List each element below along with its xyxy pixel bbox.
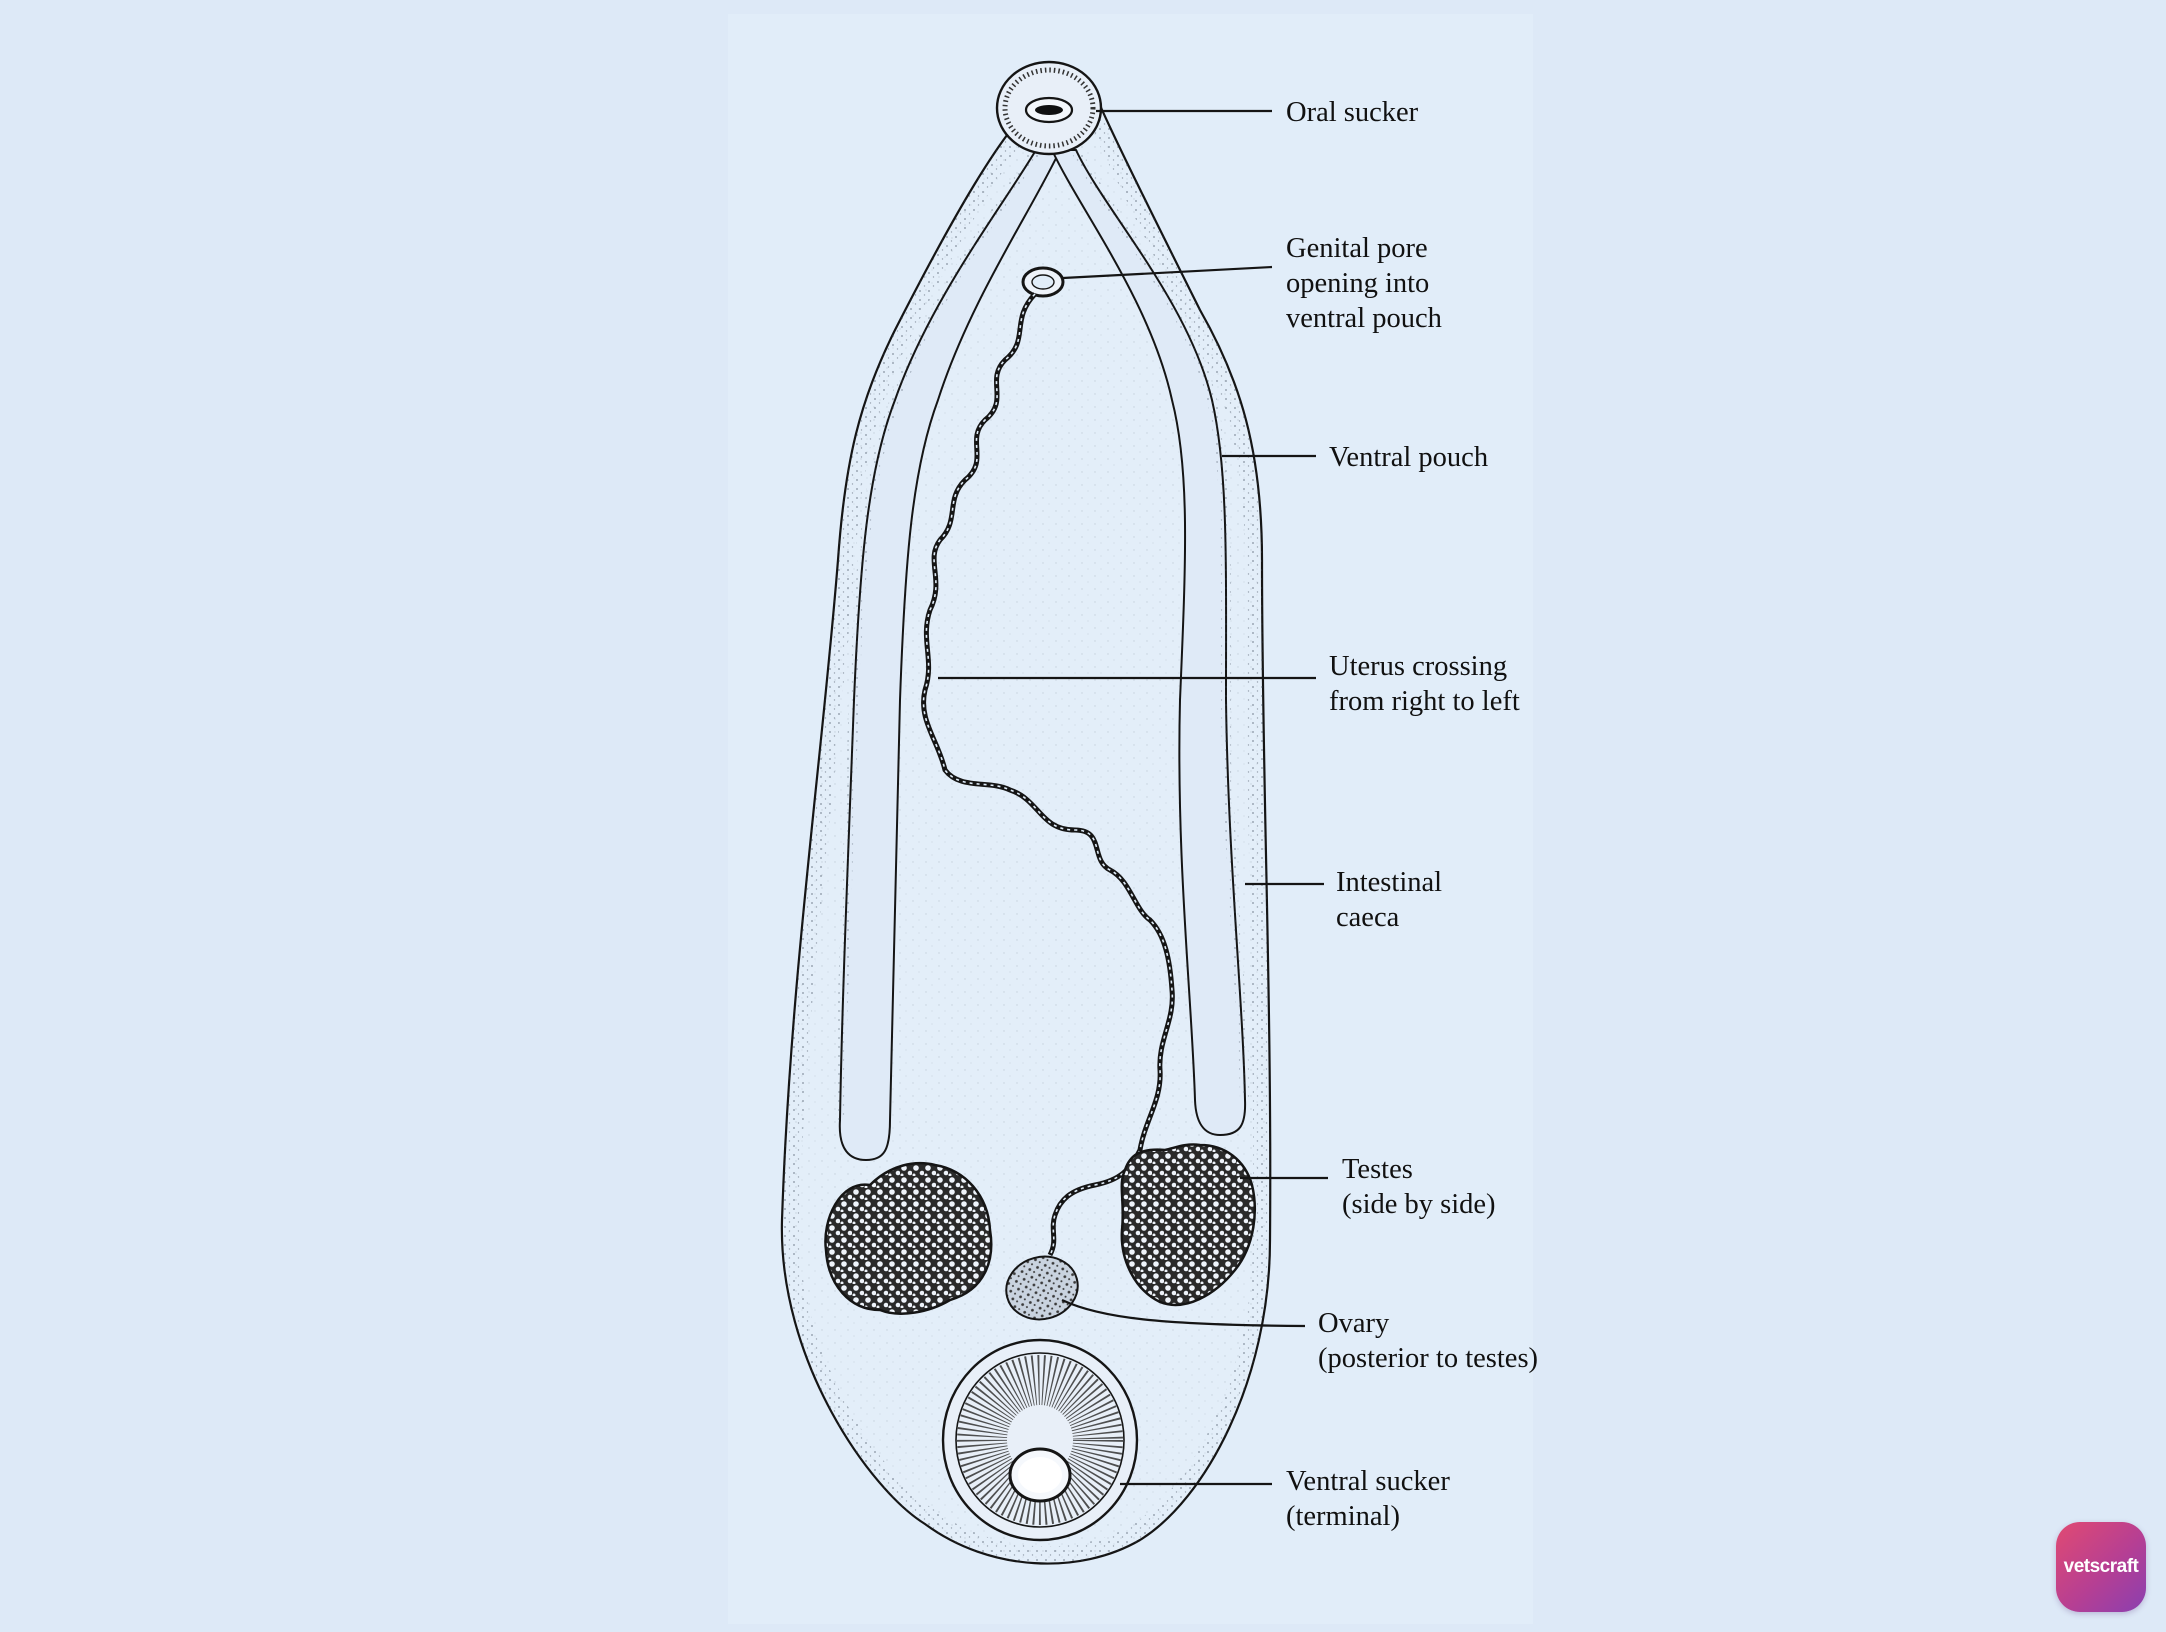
svg-text:Ovary (posterior to te: Ovary (posterior to testes) — [1318, 1308, 1538, 1374]
label-uterus-line2: from right to left — [1329, 686, 1520, 717]
leader-genital-pore — [1062, 265, 1273, 280]
left-testis — [824, 1161, 993, 1315]
svg-text:Ventral sucker (termin: Ventral sucker (terminal) — [1286, 1466, 1457, 1532]
uterus — [921, 292, 1175, 1257]
intestinal-caeca — [835, 147, 1250, 1162]
label-ovary-line2: (posterior to testes) — [1318, 1343, 1538, 1374]
vetscraft-logo[interactable]: vetscraft — [2056, 1522, 2146, 1612]
genital-pore — [1021, 266, 1065, 298]
vetscraft-logo-text: vetscraft — [2063, 1556, 2139, 1577]
label-ventral-pouch: Ventral pouch — [1329, 442, 1488, 473]
oral-sucker — [995, 60, 1103, 156]
ovary — [1005, 1255, 1079, 1321]
svg-text:Uterus crossing from r: Uterus crossing from right to left — [1329, 651, 1520, 717]
label-ventral-sucker-line1: Ventral sucker — [1286, 1466, 1450, 1497]
label-testes-line1: Testes — [1342, 1154, 1413, 1185]
label-uterus-line1: Uterus crossing — [1329, 651, 1507, 682]
label-genital-pore-line1: Genital pore — [1286, 233, 1428, 264]
leader-ovary — [1061, 1299, 1306, 1328]
label-oral-sucker: Oral sucker — [1286, 97, 1419, 128]
ventral-sucker — [941, 1338, 1139, 1542]
label-genital-pore-line2: opening into — [1286, 268, 1429, 299]
labels: Oral sucker Genital pore opening into ve… — [1286, 97, 1538, 1532]
label-ventral-sucker-line2: (terminal) — [1286, 1501, 1400, 1532]
svg-text:Ventral pouch: Ventral pouch — [1329, 442, 1488, 473]
svg-text:Genital pore opening i: Genital pore opening into ventral pouch — [1286, 233, 1442, 334]
svg-text:Intestinal caeca: Intestinal caeca — [1336, 867, 1449, 933]
svg-text:Testes (side by side): Testes (side by side) — [1342, 1154, 1496, 1220]
label-ovary-line1: Ovary — [1318, 1308, 1390, 1339]
right-testis — [1120, 1143, 1257, 1307]
leader-lines — [938, 109, 1328, 1486]
label-genital-pore-line3: ventral pouch — [1286, 303, 1442, 334]
label-intestinal-caeca-line1: Intestinal — [1336, 867, 1442, 898]
svg-text:Oral sucker: Oral sucker — [1286, 97, 1419, 128]
label-testes-line2: (side by side) — [1342, 1189, 1496, 1220]
label-intestinal-caeca-line2: caeca — [1336, 902, 1400, 933]
